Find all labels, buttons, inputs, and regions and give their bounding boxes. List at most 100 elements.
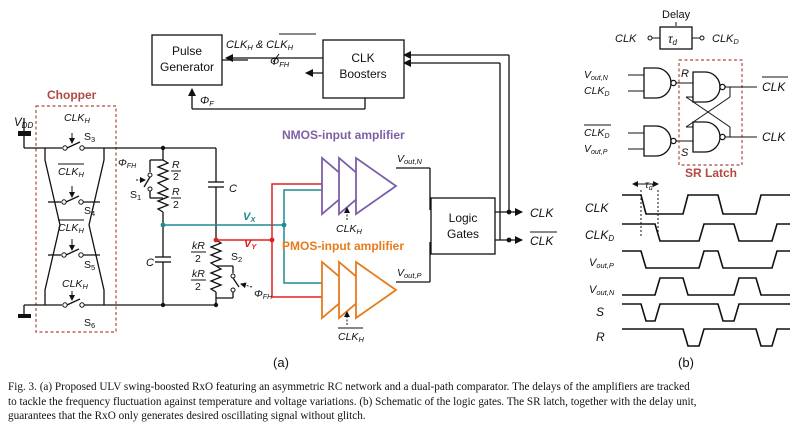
resistor-r-numerator: R xyxy=(172,159,180,171)
timing-label-vout-n: Vout,N xyxy=(589,284,615,297)
nand-s-input-vout-p: Vout,P xyxy=(584,143,608,156)
ground-symbol xyxy=(18,314,31,318)
s4-clock-label: CLKH xyxy=(58,166,84,179)
capacitor-c-left-label: C xyxy=(146,257,154,269)
timing-label-clkd: CLKD xyxy=(585,228,614,243)
vx-label: VX xyxy=(243,211,256,224)
resistor-kr2-denominator: 2 xyxy=(195,281,201,293)
clk-boosters-box xyxy=(322,39,405,99)
resistor-kr-denominator: 2 xyxy=(195,253,201,265)
delay-output-label: CLKD xyxy=(712,33,739,46)
nand-r-input-clkd: CLKD xyxy=(584,85,610,98)
s2-phase-label: ΦFH xyxy=(254,288,273,301)
s6-clock-label: CLKH xyxy=(62,278,88,291)
resistor-r2-denominator: 2 xyxy=(173,199,179,211)
logic-gates-label-1: Logic xyxy=(449,211,478,225)
resistor-kr-top xyxy=(209,239,223,267)
caption-line-1: Fig. 3. (a) Proposed ULV swing-boosted R… xyxy=(8,381,690,393)
vout-n-label: Vout,N xyxy=(397,153,423,166)
sr-latch-title: SR Latch xyxy=(685,166,737,180)
clk-boosters-block: CLK Boosters CLKH&CLKH ΦF xyxy=(188,33,405,110)
pmos-input-amplifier: PMOS-input amplifier Vout,P CLKH xyxy=(282,239,430,344)
pmos-amp-title: PMOS-input amplifier xyxy=(282,239,404,253)
logic-gates-block: Logic Gates CLK CLK xyxy=(403,51,557,282)
logic-gates-box xyxy=(430,197,496,255)
rc-network: R 2 R 2 ΦFH S1 C C kR 2 kR xyxy=(104,145,273,308)
vdd-symbol xyxy=(18,131,31,136)
resistor-r-half-top xyxy=(156,159,170,187)
latch-out-clk-bar: CLK xyxy=(762,80,786,94)
vx-net xyxy=(163,189,322,226)
waveform-clkd xyxy=(622,223,790,242)
pmos-amp-clock-label: CLKH xyxy=(338,331,364,344)
pulse-generator-label-1: Pulse xyxy=(172,44,202,58)
switch-s2-label: S2 xyxy=(231,251,242,264)
switch-s4-label: S4 xyxy=(84,205,95,218)
resistor-r-denominator: 2 xyxy=(173,171,179,183)
panel-a-label: (a) xyxy=(273,355,289,370)
vx-net-lower xyxy=(283,225,322,284)
resistor-r2-numerator: R xyxy=(172,186,180,198)
clk-boosters-label-1: CLK xyxy=(351,51,374,65)
s1-phase-label: ΦFH xyxy=(118,157,137,170)
output-clk-bar-label: CLK xyxy=(530,234,554,248)
tau-d-label: τd xyxy=(668,32,678,47)
latch-out-clk: CLK xyxy=(762,130,786,144)
latch-nand-top xyxy=(692,71,721,103)
clk-boosters-label-2: Boosters xyxy=(339,67,386,81)
resistor-r-half-bottom xyxy=(156,185,170,213)
s3-clock-label: CLKH xyxy=(64,112,90,125)
capacitor-c-right-label: C xyxy=(229,183,237,195)
sr-latch-boundary xyxy=(678,59,743,166)
nand-gate-r xyxy=(643,67,672,99)
vdd-label: VDD xyxy=(14,117,33,130)
nmos-amp-title: NMOS-input amplifier xyxy=(282,128,405,142)
switch-s6-label: S6 xyxy=(84,317,95,330)
waveform-vout-n xyxy=(622,277,790,296)
caption-line-2: to tackle the frequency fluctuation agai… xyxy=(8,395,697,408)
resistor-kr-bottom xyxy=(209,265,223,293)
nmos-input-amplifier: NMOS-input amplifier Vout,N CLKH xyxy=(282,128,430,236)
switch-s3-label: S3 xyxy=(84,131,95,144)
vy-label: VY xyxy=(244,238,257,251)
pulse-generator-box xyxy=(151,34,223,86)
phi-fh-booster-label: ΦFH xyxy=(270,56,290,69)
waveform-r xyxy=(622,328,790,347)
resistor-kr2-numerator: kR xyxy=(192,268,205,280)
clkh-pair-label: CLKH&CLKH xyxy=(226,39,294,52)
vy-net-lower xyxy=(271,240,322,298)
delay-unit: Delay CLK τd CLKD xyxy=(615,9,739,50)
chopper-block: Chopper VDD CLKH S3 CLKH S4 xyxy=(14,88,117,333)
nand-s-input-clkd-bar: CLKD xyxy=(584,127,610,140)
s5-clock-label: CLKH xyxy=(58,222,84,235)
vout-p-label: Vout,P xyxy=(397,267,422,280)
resistor-kr-numerator: kR xyxy=(192,240,205,252)
timing-label-vout-p: Vout,P xyxy=(589,257,614,270)
delay-title: Delay xyxy=(662,9,691,21)
switch-s1-label: S1 xyxy=(130,189,141,202)
timing-tau-d-label: τd xyxy=(645,180,654,192)
timing-label-r: R xyxy=(596,330,605,344)
figure-caption: Fig. 3. (a) Proposed ULV swing-boosted R… xyxy=(8,380,800,424)
latch-s-label: S xyxy=(681,147,689,159)
nand-r-input-vout-n: Vout,N xyxy=(584,69,609,82)
waveform-clk xyxy=(622,194,790,215)
chopper-title: Chopper xyxy=(47,88,97,102)
delay-input-label: CLK xyxy=(615,33,637,45)
timing-label-s: S xyxy=(596,305,604,319)
panel-b-label: (b) xyxy=(678,355,694,370)
chopper-boundary xyxy=(35,105,117,333)
pulse-generator-block: Pulse Generator ΦFH xyxy=(151,34,323,86)
switch-s5-label: S5 xyxy=(84,259,95,272)
nand-gate-s xyxy=(643,125,672,157)
pulse-generator-label-2: Generator xyxy=(160,60,214,74)
waveform-s xyxy=(622,303,790,322)
nmos-amp-clock-label: CLKH xyxy=(336,223,362,236)
waveform-vout-p xyxy=(622,250,790,269)
logic-gates-label-2: Gates xyxy=(447,227,479,241)
timing-diagram: CLK CLKD Vout,P Vout,N S R τd xyxy=(585,180,790,347)
phi-f-label: ΦF xyxy=(200,95,214,108)
caption-line-3: guarantees that the RxO only generates d… xyxy=(8,410,366,422)
comparator-input-nets: VX VY xyxy=(160,183,322,298)
